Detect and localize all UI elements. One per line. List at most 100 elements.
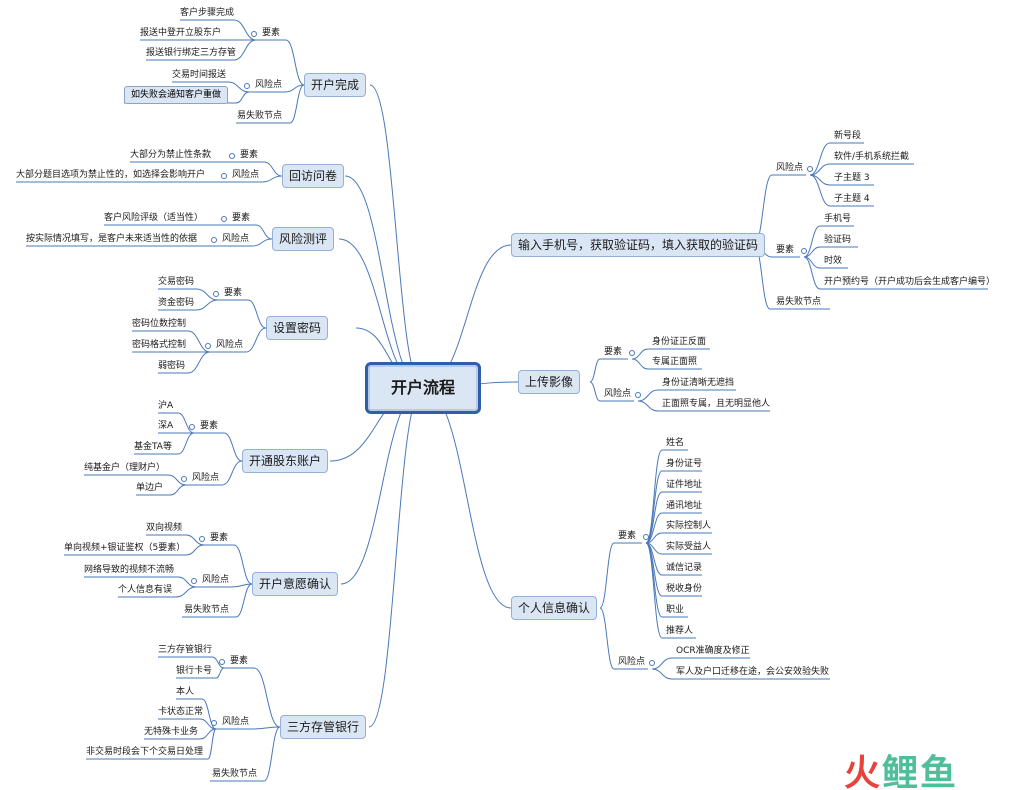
collapse-toggle[interactable] xyxy=(221,173,227,179)
branch-node-shareholder-account[interactable]: 开通股东账户 xyxy=(242,449,329,473)
collapse-toggle[interactable] xyxy=(211,237,217,243)
leaf-item: OCR准确度及修正 xyxy=(676,646,750,656)
connector xyxy=(803,246,821,258)
connector xyxy=(247,299,267,329)
connector xyxy=(227,81,250,93)
connector xyxy=(809,174,831,207)
leaf-item: 网络导致的视频不流畅 xyxy=(84,565,175,575)
connector xyxy=(185,544,205,556)
collapse-toggle[interactable] xyxy=(191,578,197,584)
leaf-item-highlighted: 如失败会通知客户重做 xyxy=(124,86,229,104)
connector xyxy=(221,460,243,486)
connector xyxy=(645,470,663,544)
connector xyxy=(233,39,257,61)
branch-node-upload-images[interactable]: 上传影像 xyxy=(518,370,581,394)
leaf-item: 专属正面照 xyxy=(652,357,698,367)
leaf-item: 正面照专属，且无明显他人 xyxy=(662,399,771,409)
branch-node-return-survey[interactable]: 回访问卷 xyxy=(282,164,345,188)
leaf-item: 实际受益人 xyxy=(666,542,712,552)
group-label: 要素 xyxy=(776,245,795,255)
branch-node-phone-verify[interactable]: 输入手机号，获取验证码，填入获取的验证码 xyxy=(511,233,766,257)
connector xyxy=(803,256,821,290)
collapse-toggle[interactable] xyxy=(229,153,235,159)
connector xyxy=(289,84,305,124)
connector xyxy=(368,387,424,728)
connector xyxy=(589,381,601,402)
leaf-item: 沪A xyxy=(158,401,174,411)
leaf-item: 身份证号 xyxy=(666,459,703,469)
watermark-part1: 火 xyxy=(844,753,883,790)
connector xyxy=(235,583,253,618)
collapse-toggle[interactable] xyxy=(219,659,225,665)
connector xyxy=(344,175,424,389)
collapse-toggle[interactable] xyxy=(807,166,813,172)
leaf-item: 新号段 xyxy=(834,131,862,141)
connector xyxy=(231,583,253,588)
leaf-item: 姓名 xyxy=(666,438,685,448)
connector xyxy=(589,358,601,383)
connector xyxy=(645,542,663,639)
group-label: 风险点 xyxy=(776,163,804,173)
connector xyxy=(245,327,267,353)
branch-node-set-password[interactable]: 设置密码 xyxy=(266,316,329,340)
collapse-toggle[interactable] xyxy=(635,392,641,398)
connector xyxy=(187,351,211,374)
branch-node-risk-assessment[interactable]: 风险测评 xyxy=(272,227,335,251)
collapse-toggle[interactable] xyxy=(189,424,195,430)
leaf-item: 推荐人 xyxy=(666,626,694,636)
leaf-item: 弱密码 xyxy=(158,361,186,371)
group-label: 要素 xyxy=(230,656,249,666)
group-label: 风险点 xyxy=(202,575,230,585)
collapse-toggle[interactable] xyxy=(643,534,649,540)
group-label: 风险点 xyxy=(216,340,244,350)
connector xyxy=(599,542,615,609)
connector xyxy=(235,91,250,104)
connector xyxy=(195,288,219,301)
connector xyxy=(651,668,673,680)
connector xyxy=(215,667,225,679)
collapse-toggle[interactable] xyxy=(181,476,187,482)
leaf-item: 身份证清晰无遮挡 xyxy=(662,378,735,388)
leaf-item: 税收身份 xyxy=(666,584,703,594)
collapse-toggle[interactable] xyxy=(244,83,250,89)
leaf-item: 密码位数控制 xyxy=(132,319,187,329)
watermark-part2: 鲤鱼 xyxy=(882,753,959,790)
collapse-toggle[interactable] xyxy=(213,291,219,297)
collapse-toggle[interactable] xyxy=(221,216,227,222)
leaf-item: 时效 xyxy=(824,256,843,266)
group-label: 要素 xyxy=(232,213,251,223)
connector xyxy=(809,163,831,176)
branch-node-custody-bank[interactable]: 三方存管银行 xyxy=(280,715,367,739)
leaf-item: 证件地址 xyxy=(666,480,703,490)
collapse-toggle[interactable] xyxy=(649,660,655,666)
collapse-toggle[interactable] xyxy=(251,31,257,37)
leaf-item: 软件/手机系统拦截 xyxy=(834,152,910,162)
connector xyxy=(201,698,217,730)
group-label: 要素 xyxy=(604,347,623,357)
collapse-toggle[interactable] xyxy=(629,350,635,356)
collapse-toggle[interactable] xyxy=(801,248,807,254)
leaf-item: 报送银行绑定三方存管 xyxy=(146,48,237,58)
leaf-item: 单边户 xyxy=(136,483,164,493)
group-label: 要素 xyxy=(618,531,637,541)
collapse-toggle[interactable] xyxy=(199,536,205,542)
group-label: 要素 xyxy=(200,421,219,431)
branch-node-personal-info[interactable]: 个人信息确认 xyxy=(511,596,598,620)
group-label: 风险点 xyxy=(255,80,283,90)
connector xyxy=(809,142,831,176)
leaf-item: 子主题 3 xyxy=(834,173,870,183)
group-label: 要素 xyxy=(224,288,243,298)
group-label: 风险点 xyxy=(618,657,646,667)
connector xyxy=(631,348,649,360)
root-node[interactable]: 开户流程 xyxy=(365,362,481,414)
leaf-item: 客户步骤完成 xyxy=(180,8,235,18)
connector xyxy=(187,330,211,353)
branch-node-open-complete[interactable]: 开户完成 xyxy=(304,73,367,97)
connector xyxy=(422,387,512,609)
leaf-item: 双向视频 xyxy=(146,523,183,533)
connector xyxy=(207,728,217,760)
collapse-toggle[interactable] xyxy=(205,343,211,349)
branch-node-intent-confirm[interactable]: 开户意愿确认 xyxy=(252,572,339,596)
leaf-item: 手机号 xyxy=(824,214,852,224)
